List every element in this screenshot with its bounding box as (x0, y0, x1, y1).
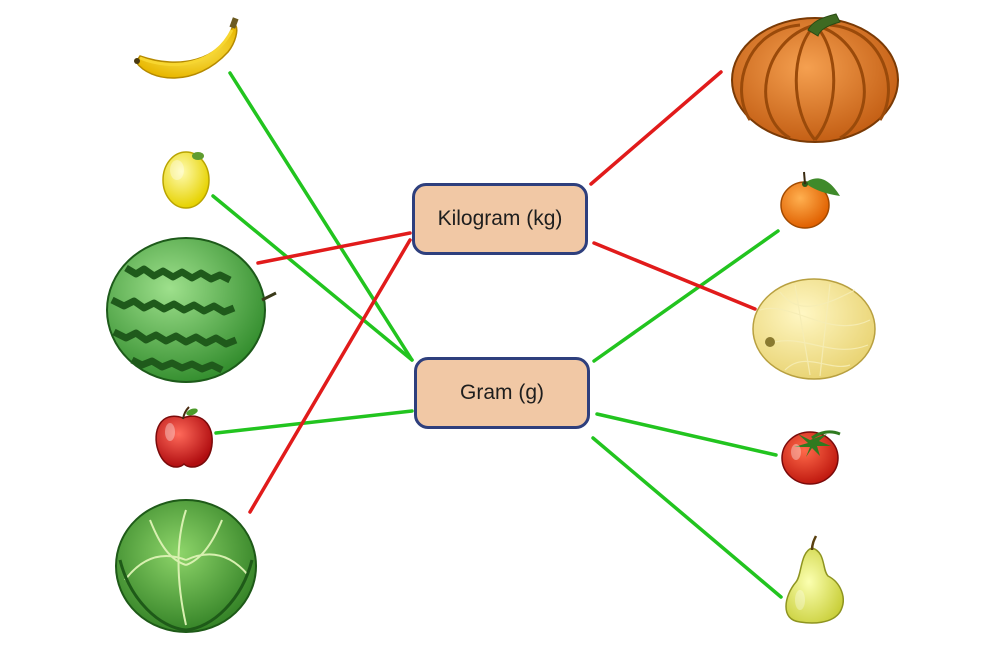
gram-box: Gram (g) (414, 357, 590, 429)
lemon-icon (162, 151, 210, 209)
pear-icon (785, 535, 844, 624)
connector-melon (592, 241, 757, 311)
connector-cabbage (248, 238, 412, 514)
apple-icon (155, 406, 213, 468)
pumpkin-icon (731, 13, 899, 143)
banana-icon (134, 17, 239, 79)
kilogram-box: Kilogram (kg) (412, 183, 588, 255)
melon-icon (752, 278, 876, 380)
connector-pear (591, 436, 783, 599)
tomato-icon (781, 430, 841, 485)
connector-banana (228, 71, 414, 362)
connector-lines (211, 70, 783, 599)
connector-watermelon (256, 231, 412, 265)
connector-apple (214, 409, 414, 435)
connector-tomato (595, 412, 778, 457)
tangerine-icon (780, 171, 840, 229)
connector-pumpkin (589, 70, 723, 186)
watermelon-icon (106, 237, 277, 383)
connector-lemon (211, 194, 414, 362)
connector-tangerine (592, 229, 780, 363)
cabbage-icon (115, 499, 257, 633)
